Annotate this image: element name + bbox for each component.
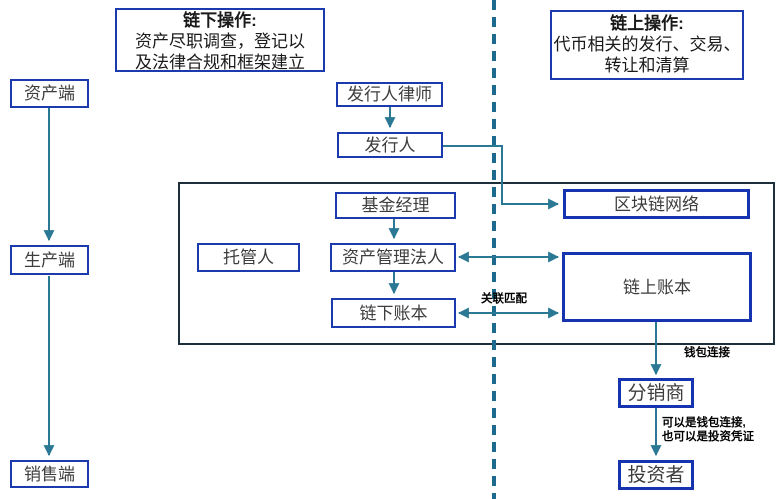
node-issuer: 发行人 [337, 132, 443, 158]
node-producer-side: 生产端 [10, 245, 89, 275]
node-asset-side: 资产端 [10, 79, 89, 108]
node-offchain-ledger: 链下账本 [331, 298, 456, 328]
node-distributor: 分销商 [618, 378, 694, 408]
label-wallet-or-certificate: 可以是钱包连接, 也可以是投资凭证 [662, 417, 754, 444]
node-fund-manager: 基金经理 [335, 192, 456, 219]
onchain-header-line2: 转让和清算 [604, 56, 690, 75]
onchain-header-title: 链上操作: [610, 14, 684, 33]
offchain-header-title: 链下操作: [183, 11, 257, 30]
node-asset-manager: 资产管理法人 [330, 243, 456, 272]
node-sales-side: 销售端 [10, 460, 89, 488]
label-match: 关联匹配 [481, 293, 527, 305]
node-custodian: 托管人 [197, 243, 300, 272]
onchain-operations-header: 链上操作: 代币相关的发行、交易、 转让和清算 [550, 10, 744, 80]
node-blockchain-network: 区块链网络 [563, 189, 750, 219]
label-wallet-connect: 钱包连接 [684, 347, 730, 359]
node-issuer-lawyer: 发行人律师 [336, 82, 443, 107]
arrow-issuer-to-blockchain-network [443, 145, 560, 210]
node-onchain-ledger: 链上账本 [562, 252, 752, 322]
offchain-group-frame [178, 182, 775, 345]
offchain-operations-header: 链下操作: 资产尽职调查，登记以 及法律合规和框架建立 [115, 8, 325, 72]
onchain-header-line1: 代币相关的发行、交易、 [553, 35, 741, 54]
offchain-header-line1: 资产尽职调查，登记以 [135, 32, 305, 51]
label-wallet-or-certificate-line1: 可以是钱包连接, [662, 417, 746, 429]
label-wallet-or-certificate-line2: 也可以是投资凭证 [662, 430, 754, 443]
node-investor: 投资者 [618, 460, 694, 490]
offchain-header-line2: 及法律合规和框架建立 [135, 53, 305, 72]
